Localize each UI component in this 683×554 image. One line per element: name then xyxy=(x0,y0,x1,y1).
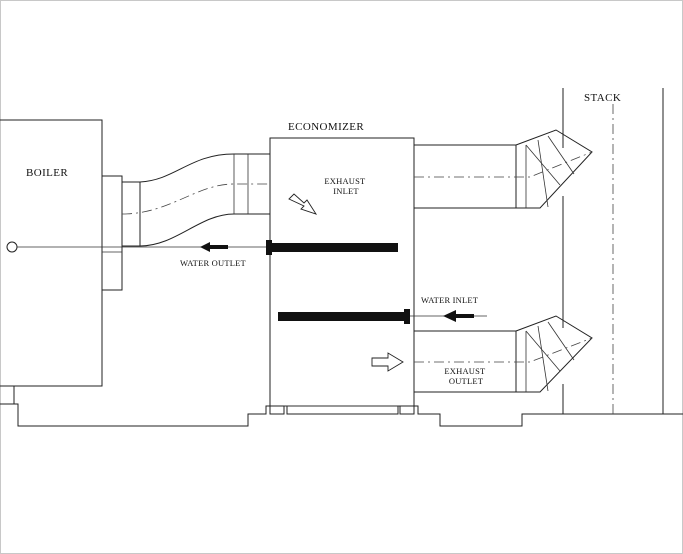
boiler xyxy=(0,119,141,387)
water-inlet-arrow xyxy=(443,310,474,322)
water-line-endpoint xyxy=(6,241,18,253)
stack xyxy=(562,88,664,414)
water-outlet-label: WATER OUTLET xyxy=(180,258,247,268)
water-outlet-arrow xyxy=(200,242,228,252)
inlet-duct xyxy=(121,153,270,247)
upper-stack-duct xyxy=(414,129,593,209)
upper-tube xyxy=(266,240,398,255)
exhaust-outlet-label: EXHAUST OUTLET xyxy=(444,366,487,386)
economizer-body xyxy=(269,137,415,407)
ground-line xyxy=(0,403,683,427)
lower-tube xyxy=(278,309,410,324)
economizer-label: ECONOMIZER xyxy=(288,121,364,133)
economizer-foot-right xyxy=(399,405,415,415)
lower-stack-duct xyxy=(414,315,593,393)
exhaust-inlet-arrow xyxy=(288,193,318,215)
ground-step-left xyxy=(0,385,15,404)
boiler-label: BOILER xyxy=(26,167,68,179)
economizer-foot-left xyxy=(269,405,285,415)
water-inlet-label: WATER INLET xyxy=(421,295,479,305)
exhaust-inlet-label: EXHAUST INLET xyxy=(324,176,367,196)
stack-label: STACK xyxy=(584,92,621,104)
exhaust-outlet-arrow xyxy=(371,352,404,372)
